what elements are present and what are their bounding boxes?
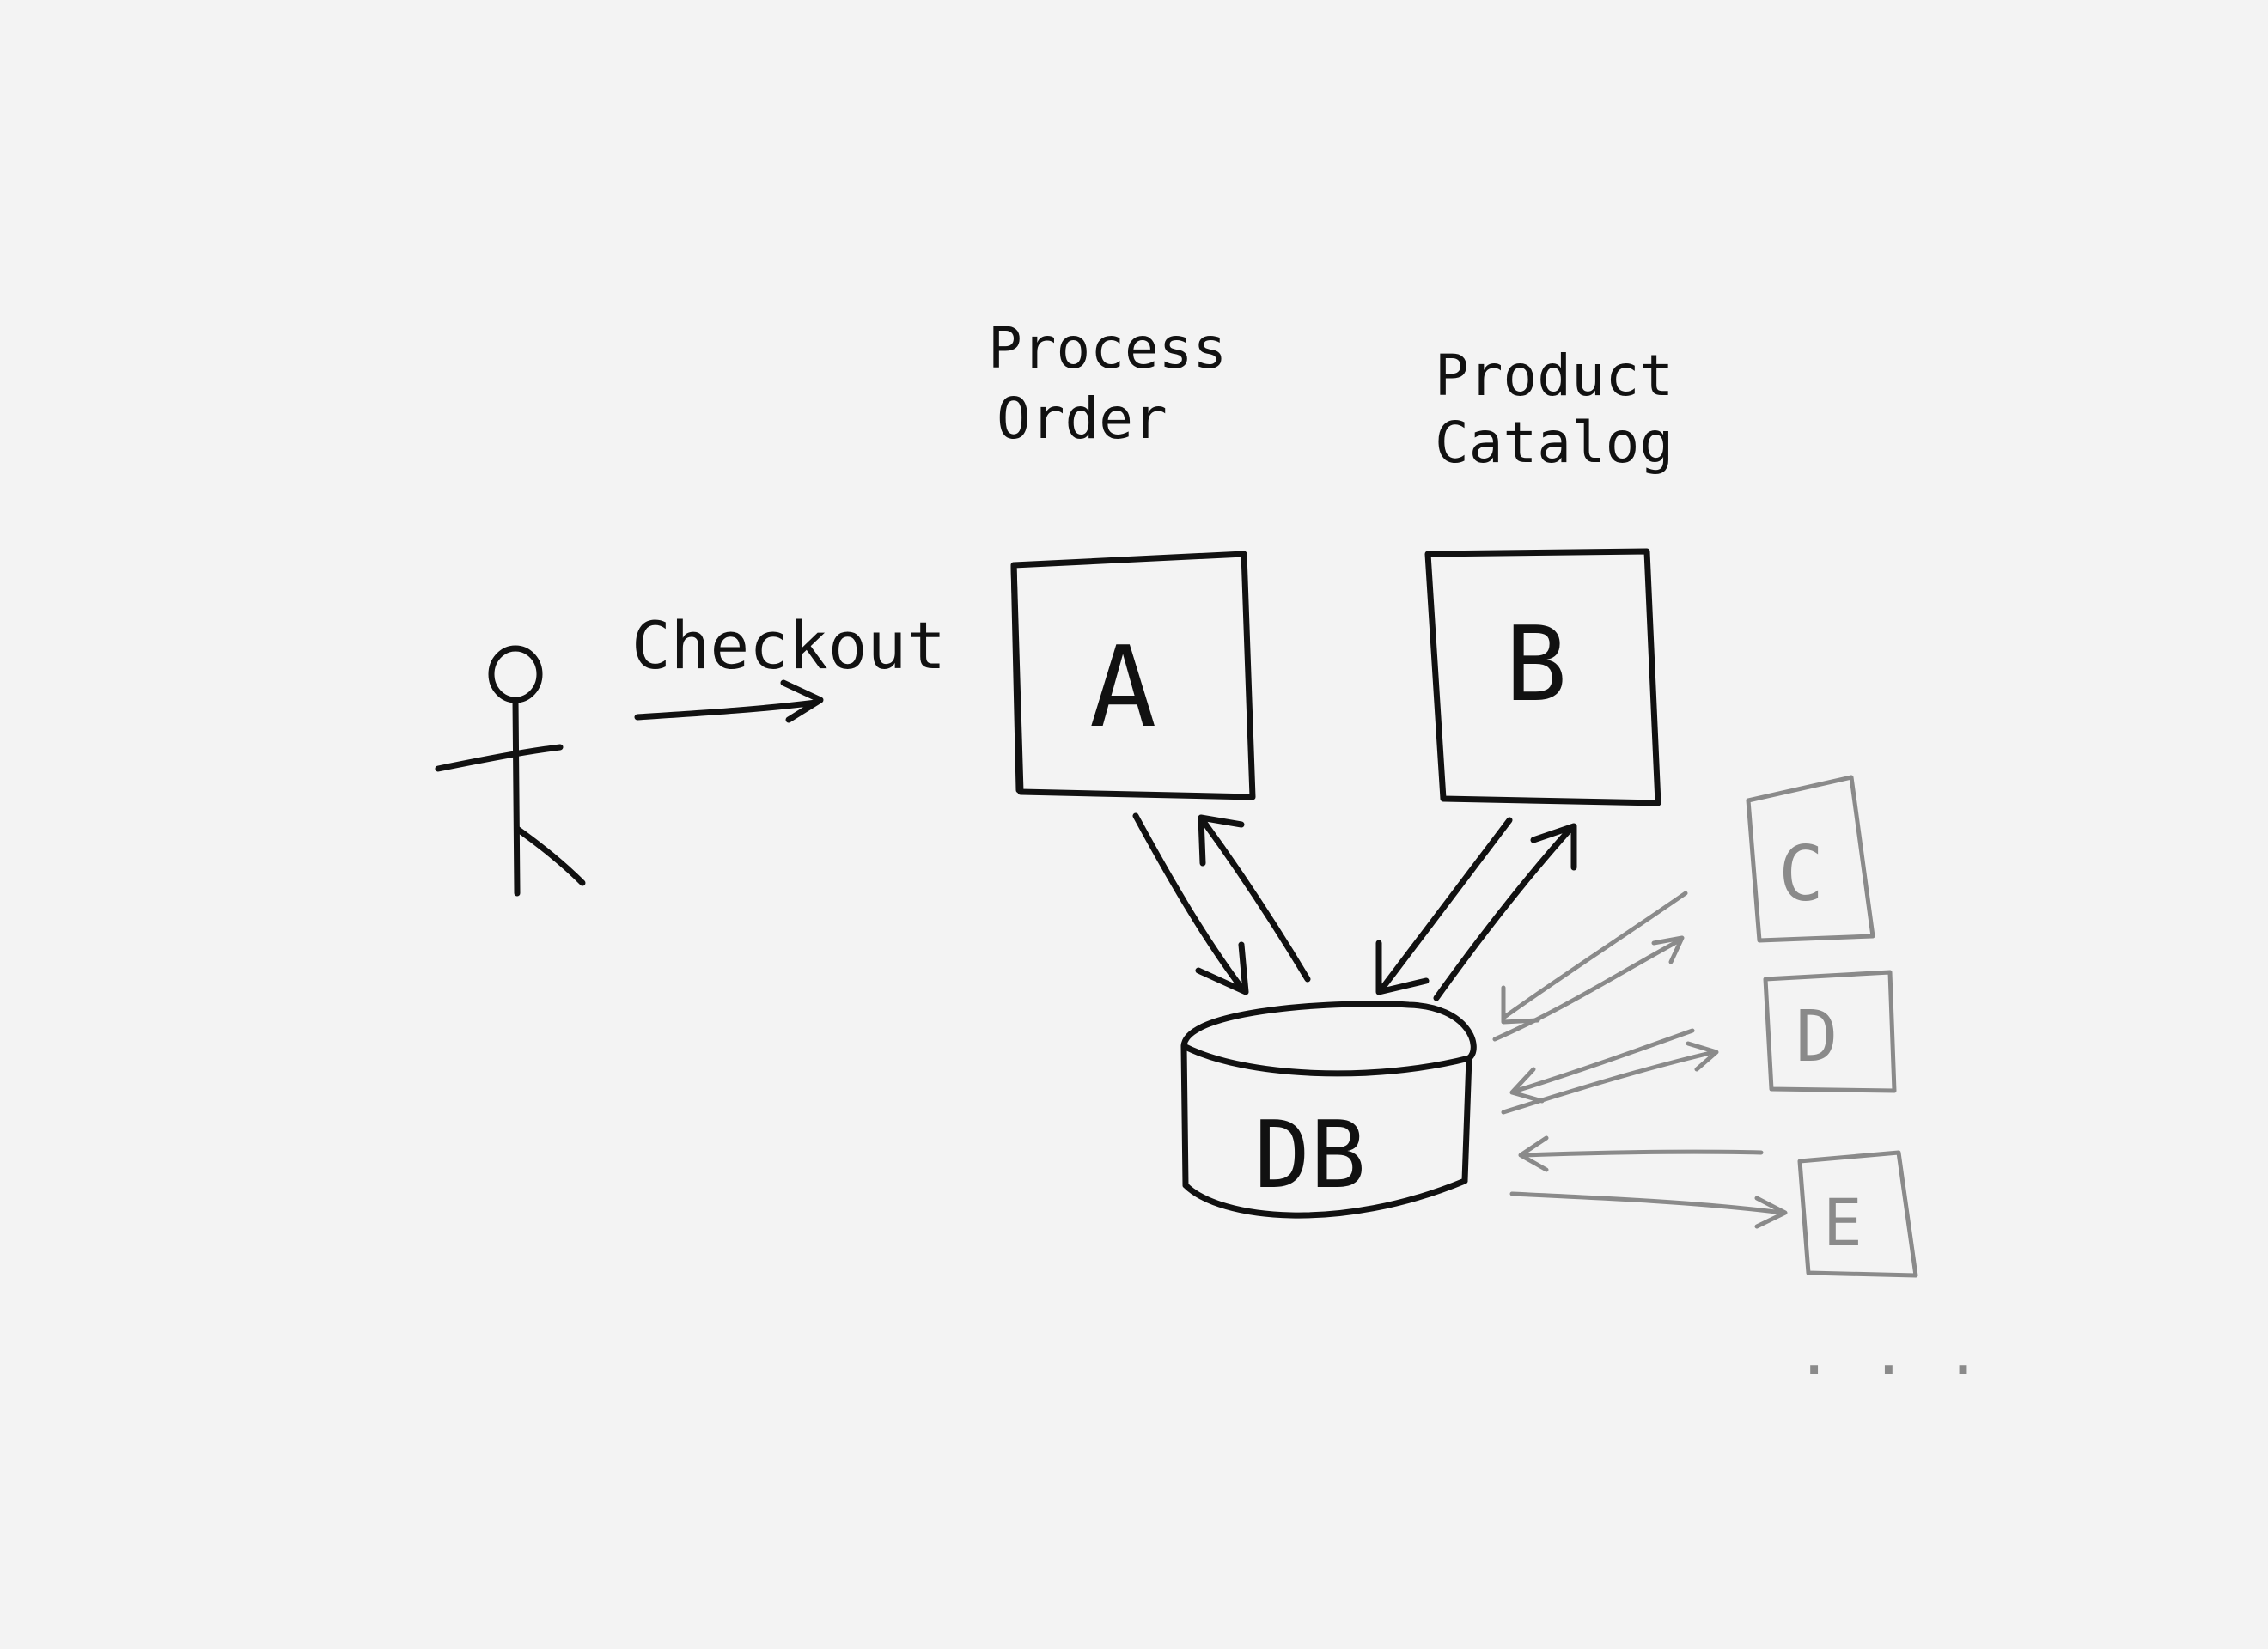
product-catalog-line2: Catalog [1435, 410, 1674, 476]
service-a-box: A [1010, 551, 1256, 800]
product-catalog-line1: Product [1435, 343, 1674, 409]
process-order-line1: Process [988, 315, 1227, 381]
process-order-label: Process Order [988, 315, 1227, 452]
service-a-letter: A [1089, 622, 1156, 752]
more-services-ellipsis: . . . [1796, 1317, 1982, 1389]
product-catalog-label: Product Catalog [1435, 343, 1674, 476]
service-e-letter: E [1823, 1184, 1863, 1261]
user-stick-figure [435, 645, 586, 897]
arrow-db-to-a [1198, 814, 1311, 983]
checkout-label: Checkout [631, 607, 946, 684]
service-e-box: E [1797, 1150, 1918, 1278]
service-c-box: C [1746, 775, 1875, 943]
checkout-arrow [634, 679, 824, 723]
database-cylinder: DB [1180, 1001, 1477, 1219]
arrows-c-db [1492, 891, 1688, 1042]
process-order-line2: Order [997, 386, 1168, 452]
service-d-box: D [1763, 970, 1897, 1093]
arrows-e-db [1509, 1135, 1788, 1229]
service-b-letter: B [1505, 605, 1567, 725]
service-c-letter: C [1778, 830, 1824, 918]
arrow-a-to-db [1132, 812, 1249, 995]
service-d-letter: D [1796, 996, 1838, 1078]
service-b-box: B [1424, 548, 1661, 806]
arrow-b-to-db [1375, 817, 1513, 995]
arrows-d-db [1501, 1028, 1719, 1115]
database-label: DB [1254, 1102, 1366, 1209]
arrow-db-to-b [1433, 823, 1577, 1001]
